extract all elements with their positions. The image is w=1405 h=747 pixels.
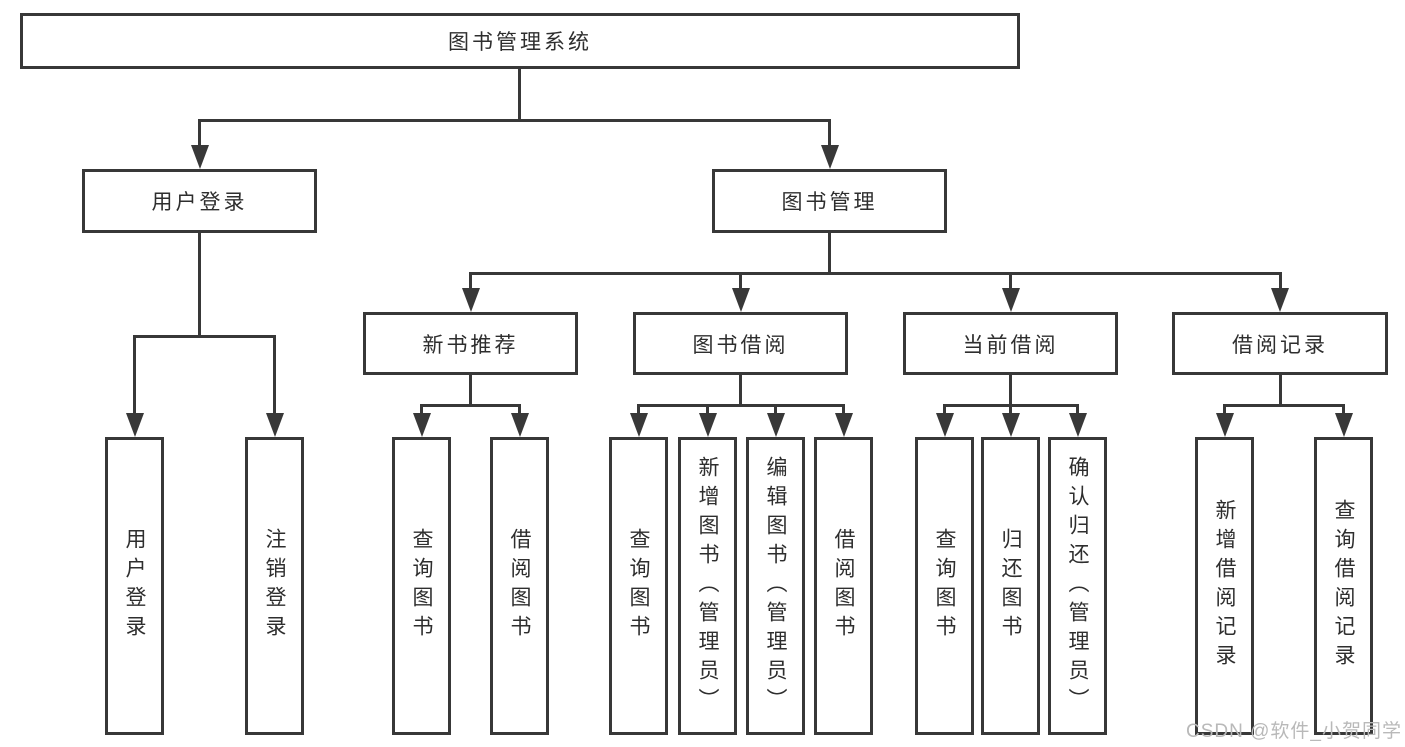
arrowhead-current-borrow bbox=[1001, 288, 1020, 312]
leaf-label: 查询图书 bbox=[410, 528, 433, 644]
connector-root-stub-line bbox=[517, 69, 521, 121]
node-book-management: 图书管理 bbox=[712, 169, 947, 233]
node-label: 新书推荐 bbox=[422, 333, 519, 357]
leaf-return-book: 归还图书 bbox=[981, 437, 1040, 735]
connector-leaf-line bbox=[1009, 406, 1012, 415]
connector-borrow-rail-line bbox=[637, 404, 845, 407]
leaf-label: 用户登录 bbox=[123, 528, 146, 644]
leaf-query-book-recommend: 查询图书 bbox=[392, 437, 451, 735]
leaf-borrow-book-recommend: 借阅图书 bbox=[490, 437, 549, 735]
connector-drop-leaf-login-line bbox=[133, 337, 136, 415]
connector-recommend-stub-line bbox=[469, 375, 472, 406]
csdn-watermark: CSDN @软件_小贺同学 bbox=[1186, 721, 1402, 742]
leaf-confirm-return-admin: 确认归还（管理员） bbox=[1048, 437, 1107, 735]
leaf-label: 确认归还（管理员） bbox=[1066, 455, 1089, 717]
arrowhead-leaf-query-book-recommend bbox=[412, 413, 431, 437]
connector-current-stub-line bbox=[1009, 375, 1012, 406]
connector-drop-recommend-line bbox=[469, 274, 472, 290]
arrowhead-leaf-borrow-book-recommend bbox=[510, 413, 529, 437]
leaf-label: 新增借阅记录 bbox=[1213, 499, 1236, 673]
connector-drop-user-login-line bbox=[198, 121, 201, 147]
node-label: 图书管理系统 bbox=[448, 31, 592, 54]
connector-leaf-line bbox=[1076, 406, 1079, 415]
connector-drop-borrow-line bbox=[739, 274, 742, 290]
node-label: 借阅记录 bbox=[1232, 333, 1328, 357]
arrowhead-leaf-query-book-borrow bbox=[629, 413, 648, 437]
connector-leaf-line bbox=[774, 406, 777, 415]
node-book-borrow: 图书借阅 bbox=[633, 312, 848, 375]
connector-leaf-line bbox=[637, 406, 640, 415]
arrowhead-leaf-edit-book-admin bbox=[766, 413, 785, 437]
leaf-add-book-admin: 新增图书（管理员） bbox=[678, 437, 737, 735]
connector-mgmt-stub-line bbox=[828, 233, 831, 275]
leaf-edit-book-admin: 编辑图书（管理员） bbox=[746, 437, 805, 735]
arrowhead-leaf-add-borrow-record bbox=[1215, 413, 1234, 437]
arrowhead-leaf-query-book-current bbox=[935, 413, 954, 437]
connector-leaf-line bbox=[518, 406, 521, 415]
node-user-login: 用户登录 bbox=[82, 169, 317, 233]
arrowhead-book-borrow bbox=[731, 288, 750, 312]
arrowhead-leaf-query-borrow-record bbox=[1334, 413, 1353, 437]
arrowhead-new-book-recommend bbox=[461, 288, 480, 312]
connector-drop-current-line bbox=[1009, 274, 1012, 290]
leaf-label: 查询借阅记录 bbox=[1332, 499, 1355, 673]
arrowhead-leaf-return-book bbox=[1001, 413, 1020, 437]
leaf-label: 新增图书（管理员） bbox=[696, 455, 719, 717]
node-label: 用户登录 bbox=[151, 191, 248, 214]
connector-drop-book-mgmt-line bbox=[828, 121, 831, 147]
node-current-borrow: 当前借阅 bbox=[903, 312, 1118, 375]
connector-level2-rail-line bbox=[198, 119, 831, 122]
arrowhead-leaf-borrow-book bbox=[834, 413, 853, 437]
arrowhead-book-mgmt bbox=[820, 145, 839, 169]
arrowhead-leaf-confirm-return-admin bbox=[1068, 413, 1087, 437]
connector-borrow-stub-line bbox=[739, 375, 742, 406]
connector-recommend-rail-line bbox=[420, 404, 521, 407]
leaf-label: 借阅图书 bbox=[508, 528, 531, 644]
leaf-label: 查询图书 bbox=[933, 528, 956, 644]
connector-leaf-line bbox=[842, 406, 845, 415]
connector-leaf-line bbox=[1223, 406, 1226, 415]
connector-login-rail-line bbox=[133, 335, 276, 338]
leaf-logout-login: 注销登录 bbox=[245, 437, 304, 735]
connector-leaf-line bbox=[706, 406, 709, 415]
node-label: 当前借阅 bbox=[962, 333, 1059, 357]
arrowhead-user-login bbox=[190, 145, 209, 169]
arrowhead-leaf-add-book-admin bbox=[698, 413, 717, 437]
arrowhead-borrow-records bbox=[1271, 288, 1289, 312]
node-label: 图书管理 bbox=[781, 191, 878, 214]
leaf-add-borrow-record: 新增借阅记录 bbox=[1195, 437, 1254, 735]
leaf-query-book-current: 查询图书 bbox=[915, 437, 974, 735]
connector-leaf-line bbox=[420, 406, 423, 415]
node-new-book-recommend: 新书推荐 bbox=[363, 312, 578, 375]
connector-leaf-line bbox=[1342, 406, 1345, 415]
leaf-query-book-borrow: 查询图书 bbox=[609, 437, 668, 735]
leaf-label: 编辑图书（管理员） bbox=[764, 455, 787, 717]
leaf-borrow-book: 借阅图书 bbox=[814, 437, 873, 735]
connector-level3-rail-line bbox=[469, 272, 1282, 275]
connector-current-rail-line bbox=[943, 404, 1079, 407]
leaf-user-login: 用户登录 bbox=[105, 437, 164, 735]
leaf-label: 查询图书 bbox=[627, 528, 650, 644]
leaf-query-borrow-record: 查询借阅记录 bbox=[1314, 437, 1373, 735]
connector-records-rail-line bbox=[1223, 404, 1345, 407]
connector-records-stub-line bbox=[1278, 375, 1282, 406]
leaf-label: 借阅图书 bbox=[832, 528, 855, 644]
connector-leaf-line bbox=[943, 406, 946, 415]
connector-login-stub-line bbox=[198, 233, 201, 337]
node-borrow-records: 借阅记录 bbox=[1172, 312, 1388, 375]
arrowhead-leaf-logout bbox=[265, 413, 284, 437]
connector-drop-records-line bbox=[1278, 274, 1282, 290]
node-label: 图书借阅 bbox=[692, 333, 789, 357]
arrowhead-leaf-user-login bbox=[125, 413, 144, 437]
leaf-label: 注销登录 bbox=[263, 528, 286, 644]
leaf-label: 归还图书 bbox=[999, 528, 1022, 644]
node-library-system-root: 图书管理系统 bbox=[20, 13, 1020, 69]
connector-drop-leaf-logout-line bbox=[273, 337, 276, 415]
